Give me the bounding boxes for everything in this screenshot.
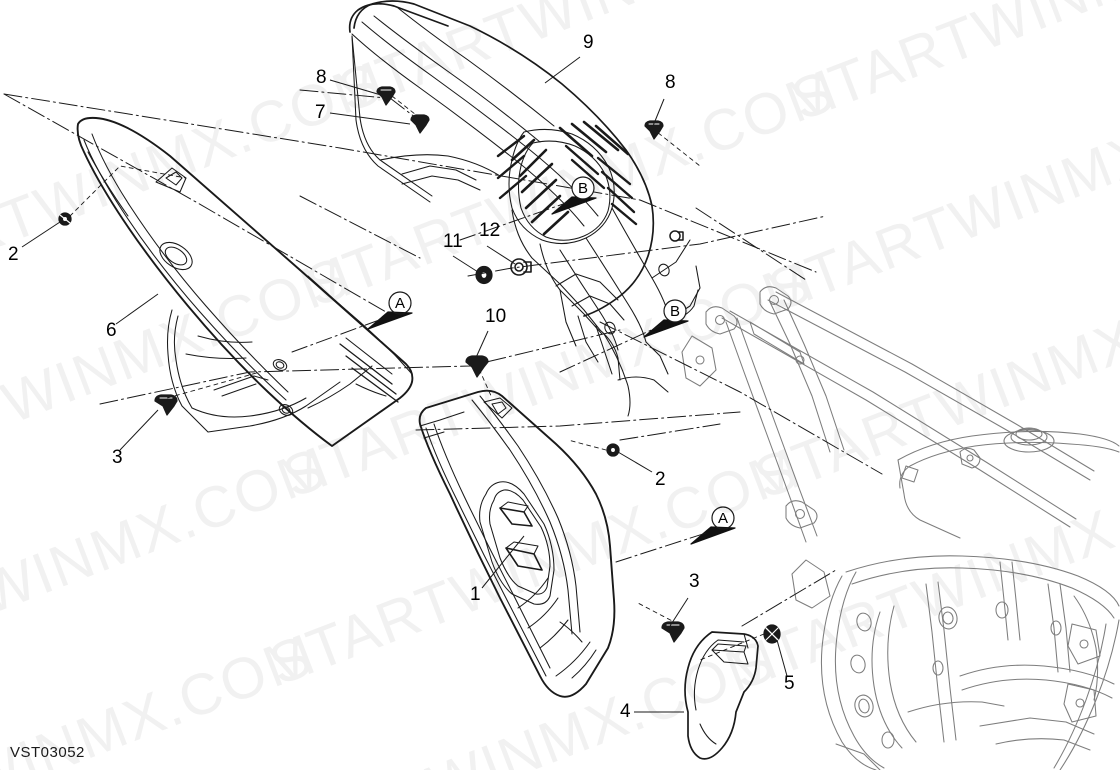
fastener-2-grommet [58,212,72,226]
reference-marker-b: B [663,299,687,323]
callout-number-8: 8 [316,67,327,88]
reference-arrows [367,196,736,545]
callout-number-2: 2 [655,469,666,490]
reference-arrow-lines [291,202,707,563]
reference-marker-b: B [571,176,595,200]
assembly-leader-thin [69,95,765,661]
reference-marker-label: B [670,303,680,320]
reference-marker-label: A [395,295,405,312]
fastener-3-screw [661,621,685,643]
callout-number-4: 4 [620,701,631,722]
callout-number-3: 3 [112,447,123,468]
callout-number-6: 6 [106,320,117,341]
callout-number-11: 11 [443,231,463,252]
part-1-radiator-shroud-detail [419,395,597,679]
callout-leader-lines [21,56,788,713]
motorcycle-frame-assembly [681,286,1120,770]
part-4-engine-guard [684,631,759,760]
callout-number-3: 3 [689,571,700,592]
fastener-11-nut [475,265,493,285]
callout-number-2: 2 [8,244,19,265]
reference-marker-label: A [718,510,728,527]
part-4-engine-guard-detail [693,633,749,745]
callout-number-5: 5 [784,673,795,694]
callout-number-10: 10 [485,306,506,327]
part-1-radiator-shroud [418,389,616,698]
callout-number-7: 7 [315,102,326,123]
reference-marker-a: A [711,506,735,530]
part-6-side-cover-detail [83,133,413,433]
callout-number-12: 12 [479,220,500,241]
fastener-grommet-fender [669,230,684,242]
reference-marker-a: A [388,291,412,315]
part-9-rear-fender [348,0,655,317]
part-9-rear-fender-detail [351,7,701,417]
fastener-7-screw [410,114,430,134]
fastener-8-screw [376,86,396,106]
reference-marker-label: B [578,180,588,197]
callout-number-9: 9 [583,32,594,53]
drawing-code: VST03052 [10,744,85,761]
assembly-centerlines [3,89,883,627]
fastener-2-grommet [606,443,620,457]
callout-number-1: 1 [470,584,481,605]
callout-number-8: 8 [665,72,676,93]
part-6-side-cover-left [76,116,414,447]
